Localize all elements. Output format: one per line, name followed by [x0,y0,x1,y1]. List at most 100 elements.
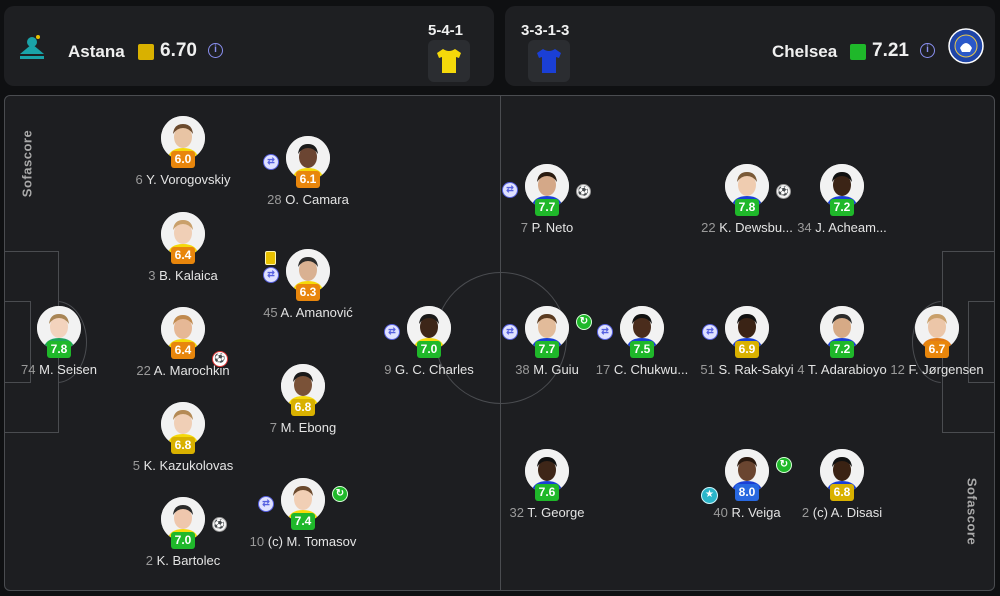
away-team-rating: 7.21 [872,40,909,61]
player-name: 10 (c) M. Tomasov [249,534,357,549]
player-card[interactable]: 7.4 10 (c) M. Tomasov ⇄ ↻ [228,478,378,558]
player-number: 28 [267,192,286,207]
player-card[interactable]: 6.4 3 B. Kalaica [108,212,258,292]
substitution-icon: ⇄ [263,267,279,283]
player-photo [725,449,769,493]
player-name: 6 Y. Vorogovskiy [135,172,231,187]
substitution-icon: ⇄ [258,496,274,512]
assist-icon: ↻ [332,486,348,502]
player-name: 22 A. Marochkin [136,363,230,378]
right-goal-area [968,301,994,383]
player-number: 34 [797,220,816,235]
player-rating: 7.0 [171,532,195,549]
player-rating: 7.4 [291,513,315,530]
player-rating: 7.2 [830,199,854,216]
own-goal-icon: ⚽ [212,351,228,367]
away-team-header: 3-3-1-3 Chelsea 7.21 i [505,6,995,86]
player-rating: 6.4 [171,247,195,264]
player-name: 2 K. Bartolec [145,553,221,568]
player-number: 51 [700,362,719,377]
player-number: 9 [384,362,396,377]
player-number: 6 [135,172,147,187]
player-rating: 6.8 [171,437,195,454]
player-rating: 6.7 [925,341,949,358]
substitution-icon: ⇄ [263,154,279,170]
player-number: 3 [148,268,160,283]
shirt-icon [537,49,561,73]
player-number: 74 [21,362,40,377]
player-number: 7 [520,220,532,235]
player-rating: 7.6 [535,484,559,501]
player-name: 74 M. Seisen [21,362,97,377]
player-number: 5 [132,458,144,473]
player-rating: 6.0 [171,151,195,168]
info-icon[interactable]: i [208,43,223,58]
player-number: 2 [145,553,157,568]
home-team-header: Astana 6.70 i 5-4-1 [4,6,494,86]
player-number: 10 [249,534,268,549]
player-name: 12 F. Jørgensen [890,362,984,377]
player-card[interactable]: 6.0 6 Y. Vorogovskiy [108,116,258,196]
player-card[interactable]: 7.8 74 M. Seisen [5,306,134,386]
player-number: 12 [890,362,909,377]
player-rating: 7.7 [535,341,559,358]
substitution-icon: ⇄ [502,182,518,198]
player-name: 28 O. Camara [267,192,349,207]
sofascore-watermark-left: Sofascore [19,129,35,198]
player-number: 40 [713,505,732,520]
player-rating: 6.3 [296,284,320,301]
player-name: 51 S. Rak-Sakyi [700,362,794,377]
player-card[interactable]: 6.7 12 F. Jørgensen [862,306,994,386]
player-rating: 7.8 [47,341,71,358]
substitution-icon: ⇄ [502,324,518,340]
player-name: 7 P. Neto [520,220,574,235]
info-icon[interactable]: i [920,43,935,58]
player-rating: 8.0 [735,484,759,501]
substitution-icon: ⇄ [597,324,613,340]
player-rating: 6.8 [830,484,854,501]
away-formation: 3-3-1-3 [521,22,570,39]
home-shirt [428,40,470,82]
star-icon: ★ [701,487,718,504]
assist-icon: ↻ [576,314,592,330]
player-number: 4 [797,362,808,377]
player-rating: 7.2 [830,341,854,358]
player-name: 3 B. Kalaica [148,268,218,283]
player-card[interactable]: 6.1 28 O. Camara ⇄ [233,136,383,216]
player-rating: 7.7 [535,199,559,216]
player-rating: 6.1 [296,171,320,188]
player-number: 32 [509,505,528,520]
player-card[interactable]: 6.3 45 A. Amanović ⇄ [233,249,383,329]
player-number: 17 [595,362,614,377]
player-name: 45 A. Amanović [263,305,353,320]
sofascore-watermark-right: Sofascore [964,477,980,546]
player-rating: 6.9 [735,341,759,358]
home-team-name[interactable]: Astana [68,42,125,61]
player-rating: 7.8 [735,199,759,216]
chelsea-logo [948,28,984,64]
away-rating-badge [850,44,866,60]
shirt-icon [437,49,461,73]
away-team-name[interactable]: Chelsea [772,42,838,61]
player-photo [725,164,769,208]
home-rating-badge [138,44,154,60]
player-rating: 6.8 [291,399,315,416]
player-name: 9 G. C. Charles [384,362,474,377]
assist-icon: ↻ [776,457,792,473]
